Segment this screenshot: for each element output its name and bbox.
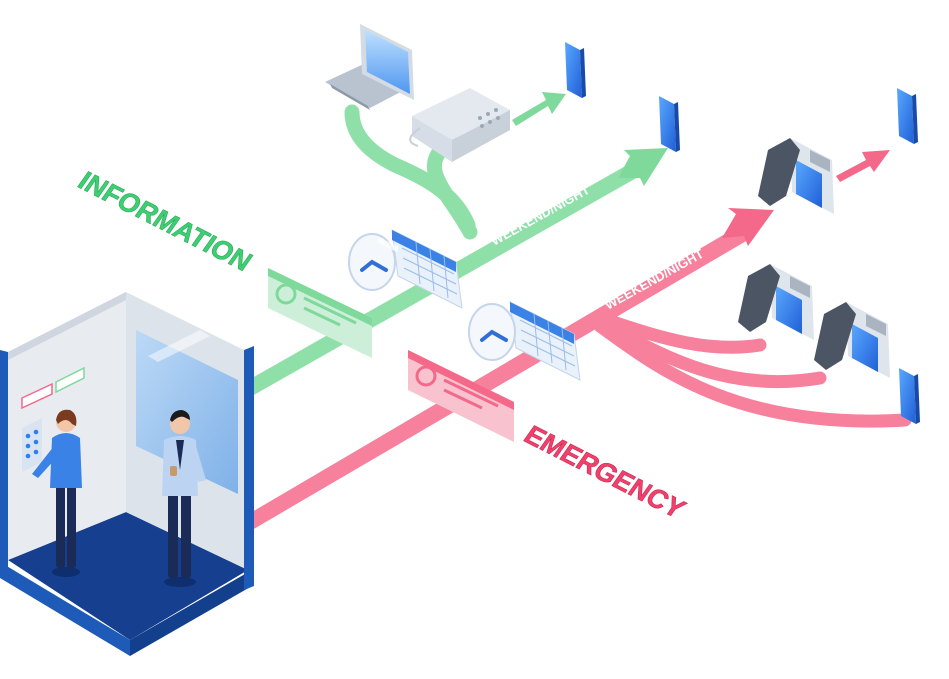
intercom-handset-icon xyxy=(814,302,890,378)
smartphone-icon xyxy=(659,96,680,152)
information-label: INFORMATION xyxy=(73,165,259,276)
intercom-handset-icon xyxy=(738,264,814,340)
intercom-handset-icon xyxy=(758,138,834,214)
emergency-sign xyxy=(408,350,514,442)
smartphone-icon xyxy=(565,42,586,98)
emergency-sign-ring-icon xyxy=(415,365,437,387)
information-arrow-phone1 xyxy=(512,92,566,126)
laptop-icon xyxy=(325,24,414,253)
smartphone-icon xyxy=(899,368,920,424)
emergency-branch-phone xyxy=(593,319,912,428)
emergency-arrow-head xyxy=(722,208,774,246)
elevator-mini-info-sign xyxy=(55,366,85,394)
smartphone-icon xyxy=(897,88,918,144)
elevator-cabin xyxy=(0,292,254,656)
information-sign xyxy=(268,268,372,358)
passenger-woman xyxy=(32,409,82,577)
elevator-mini-emergency-sign xyxy=(21,382,53,410)
weekend-night-label-info: WEEKEND/NIGHT xyxy=(488,182,592,249)
desk-phone-icon xyxy=(409,88,510,162)
weekend-night-label-emergency: WEEKEND/NIGHT xyxy=(602,246,706,313)
emergency-main-band xyxy=(252,224,748,530)
elevator-window xyxy=(136,330,238,494)
calendar-clock-icon xyxy=(348,229,463,309)
passenger-man xyxy=(162,410,206,587)
information-arrow-head xyxy=(618,148,668,186)
elevator-button-panel xyxy=(22,418,42,472)
info-sign-ring-icon xyxy=(275,283,297,305)
emergency-arrow-phone xyxy=(836,150,890,182)
emergency-label: EMERGENCY xyxy=(519,419,692,524)
calendar-clock-icon xyxy=(468,301,581,381)
